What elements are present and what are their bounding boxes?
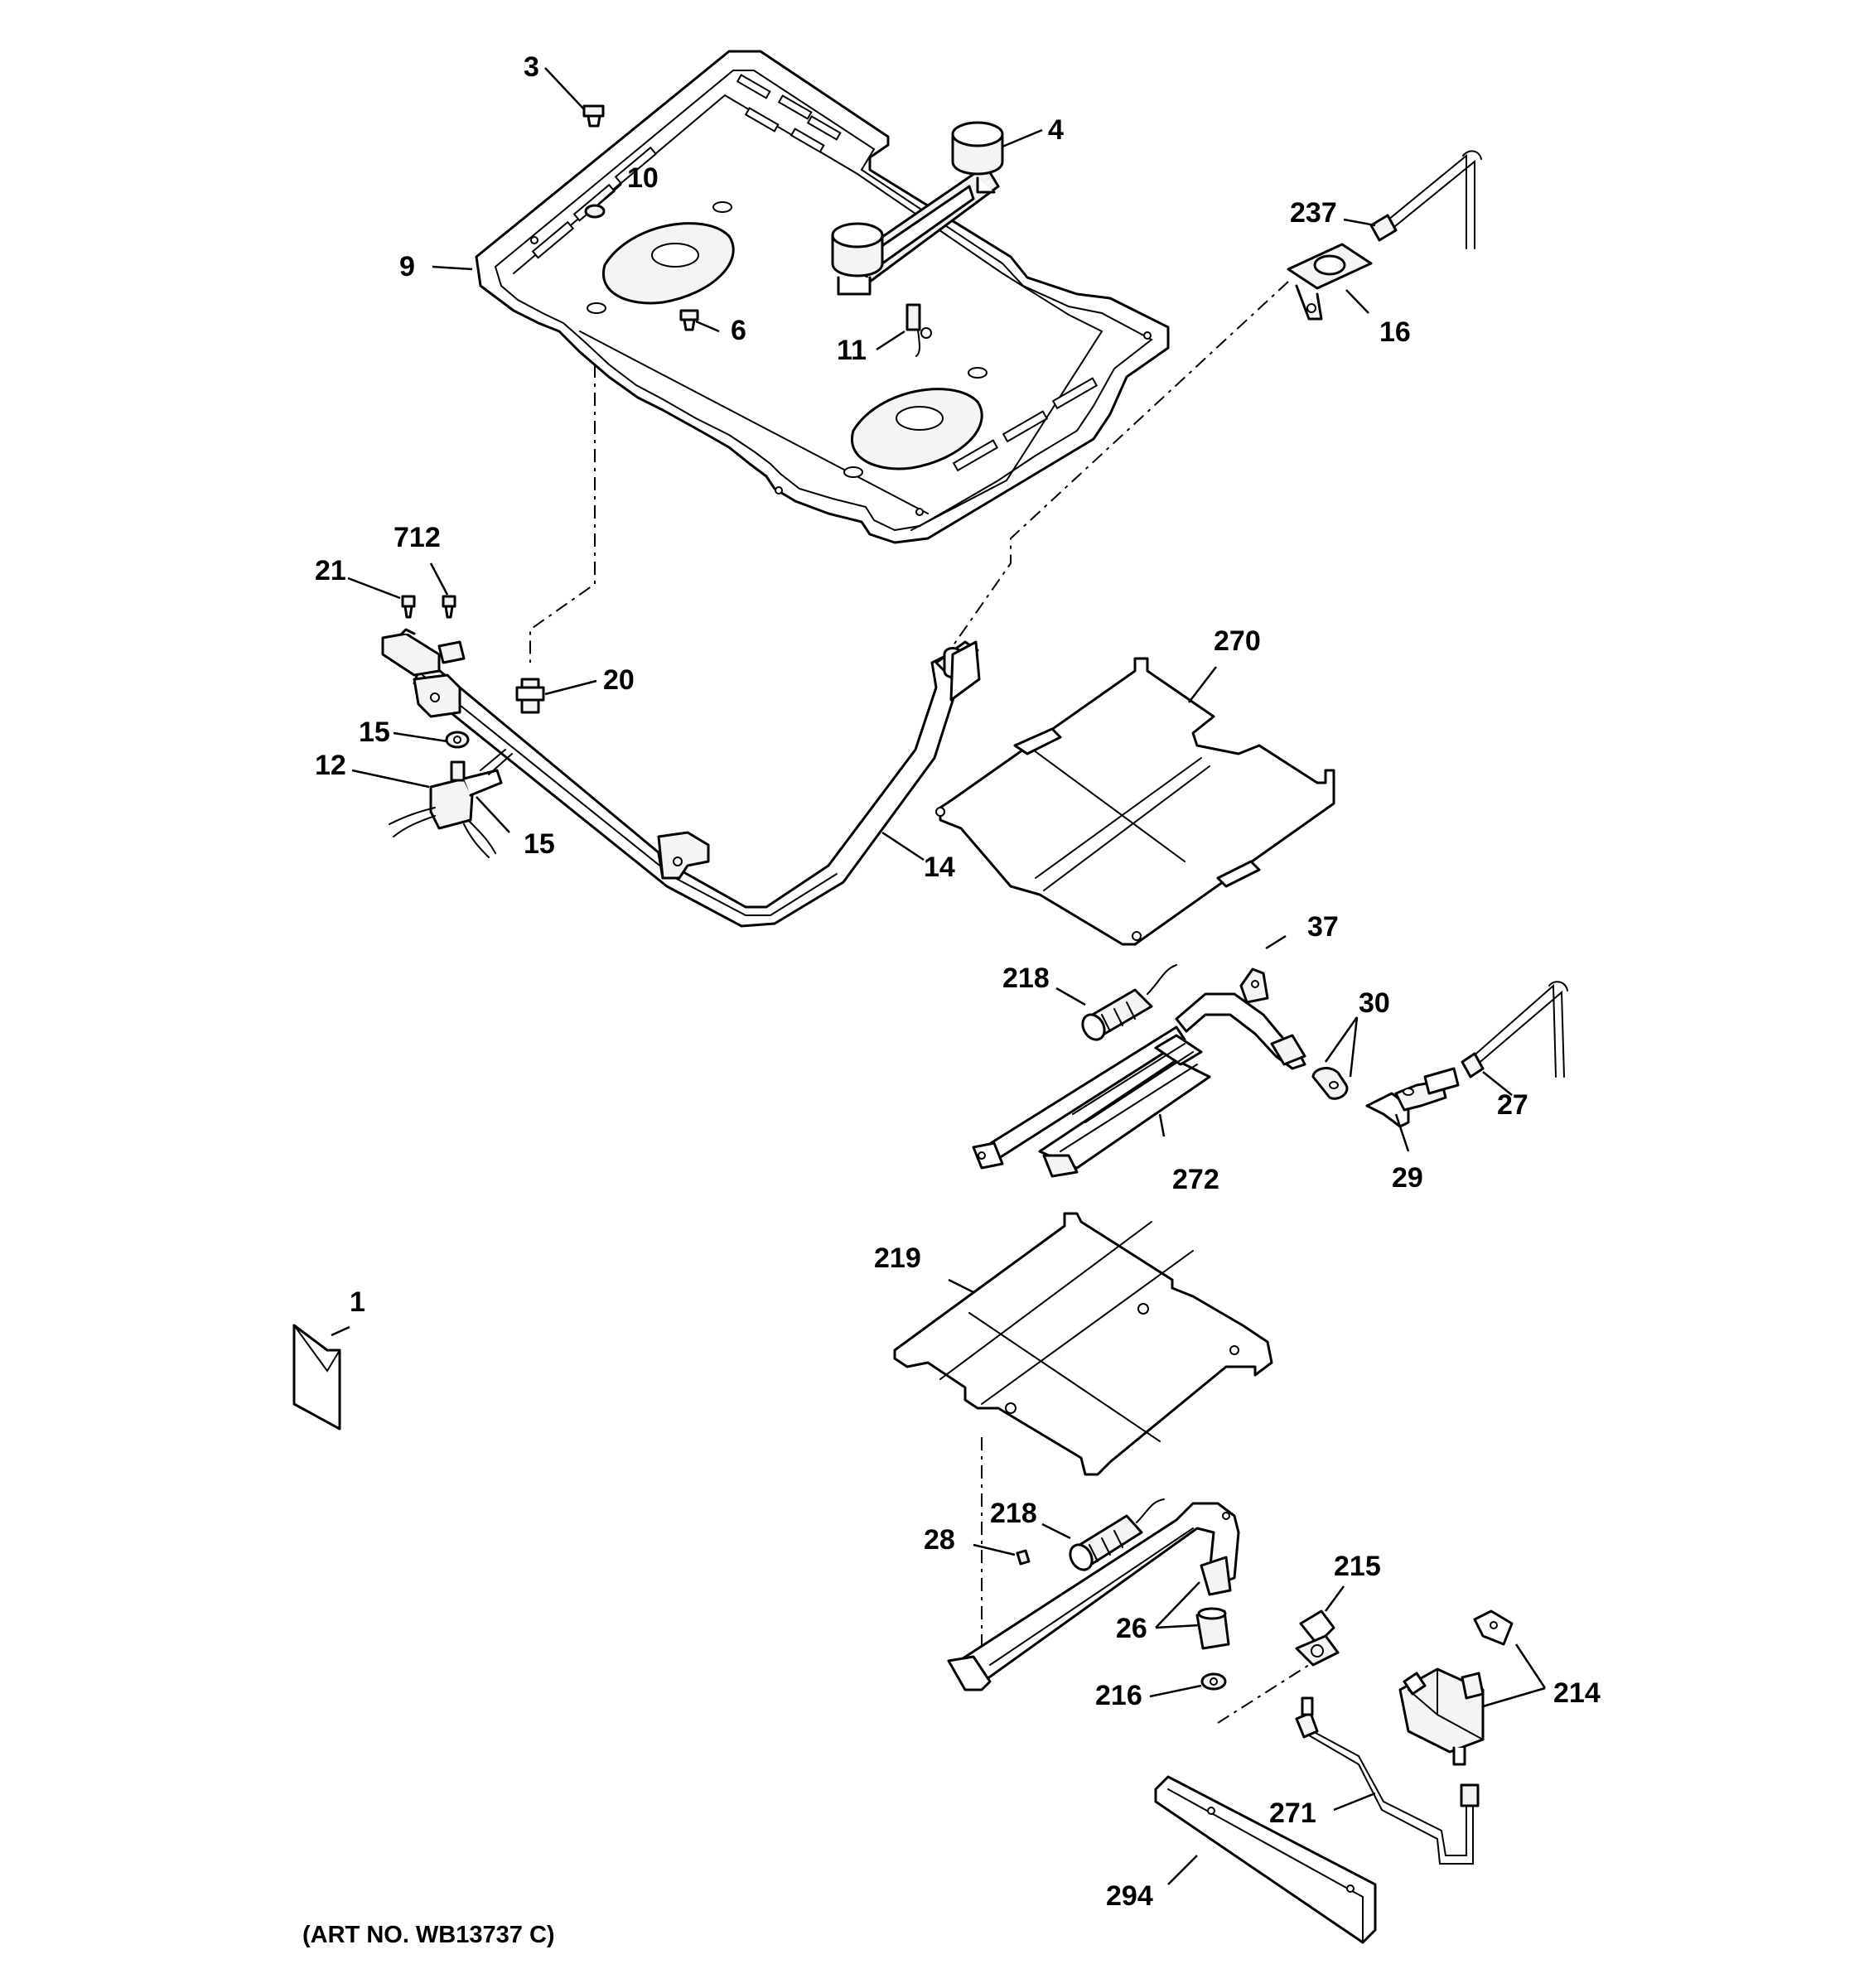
leader-lines: [331, 67, 1547, 1885]
part-28-screw: [1016, 1549, 1031, 1566]
part-215-bracket: [1295, 1609, 1340, 1667]
callout-20: 20: [603, 664, 635, 696]
callout-1: 1: [350, 1286, 365, 1318]
callout-214: 214: [1553, 1677, 1601, 1709]
part-30-burner-tube: [1175, 992, 1349, 1100]
callout-21: 21: [315, 555, 346, 586]
callout-28: 28: [924, 1524, 955, 1556]
callout-26: 26: [1116, 1613, 1147, 1644]
part-37-bracket: [1239, 967, 1269, 1004]
callout-30: 30: [1359, 987, 1390, 1019]
callout-237: 237: [1290, 197, 1337, 229]
callout-labels: 3 4 10 9 6 11 237 16 712 21 20 15 12 15 …: [302, 51, 1601, 1948]
part-3-screw: [582, 104, 605, 128]
alignment-line: [1217, 1664, 1310, 1724]
part-216-nut: [1200, 1672, 1227, 1691]
part-27-gas-line: [1461, 981, 1568, 1078]
callout-712: 712: [394, 522, 441, 553]
part-11-clip: [905, 303, 932, 357]
part-21-screw: [401, 595, 416, 619]
part-214-oven-valve: [1398, 1609, 1514, 1766]
part-294-bracket: [1154, 1775, 1377, 1944]
callout-27: 27: [1497, 1089, 1528, 1121]
callout-294: 294: [1106, 1880, 1153, 1912]
callout-218-upper: 218: [1002, 963, 1050, 994]
callout-3: 3: [524, 51, 539, 83]
callout-6: 6: [731, 315, 746, 346]
part-219-shield: [893, 1212, 1273, 1476]
part-272-burner-assembly: [972, 1025, 1211, 1178]
callout-270: 270: [1214, 625, 1261, 657]
part-271-gas-line: [1295, 1696, 1480, 1865]
part-218-igniter-upper: [1081, 964, 1177, 1041]
art-number: (ART NO. WB13737 C): [302, 1922, 555, 1948]
part-14-manifold: [381, 628, 981, 928]
alignment-line: [529, 364, 596, 663]
alignment-line: [952, 281, 1289, 647]
part-218-igniter-lower: [1069, 1498, 1165, 1571]
callout-218-lower: 218: [990, 1498, 1037, 1529]
callout-215: 215: [1334, 1551, 1381, 1582]
part-29-elbow: [1365, 1067, 1460, 1128]
callout-216: 216: [1095, 1680, 1142, 1711]
callout-271: 271: [1269, 1797, 1316, 1829]
callout-29: 29: [1392, 1162, 1423, 1194]
callout-272: 272: [1172, 1164, 1219, 1195]
callout-10: 10: [627, 162, 659, 194]
part-270-shield: [935, 657, 1335, 946]
callout-9: 9: [399, 251, 415, 282]
part-26-burner-tube: [947, 1502, 1240, 1691]
callout-219: 219: [874, 1242, 921, 1274]
part-20-stud: [515, 678, 545, 714]
part-237-gas-line: [1369, 150, 1482, 249]
callout-12: 12: [315, 750, 346, 781]
part-15-nut: [445, 731, 470, 749]
part-12-valve: [389, 749, 513, 858]
callout-11: 11: [837, 335, 867, 366]
callout-16: 16: [1379, 316, 1411, 348]
callout-4: 4: [1048, 114, 1064, 146]
part-6-screw: [679, 309, 699, 331]
part-1-literature: [292, 1324, 341, 1431]
callout-15-upper: 15: [359, 717, 390, 748]
part-10-grommet: [584, 204, 606, 219]
part-712-screw: [442, 595, 456, 619]
callout-15-lower: 15: [524, 828, 555, 860]
burner-box-pan: [475, 50, 1170, 544]
part-16-bracket: [1287, 243, 1373, 321]
callout-14: 14: [924, 852, 955, 883]
callout-37: 37: [1307, 911, 1339, 943]
part-4-valve-assembly: [831, 121, 1004, 296]
